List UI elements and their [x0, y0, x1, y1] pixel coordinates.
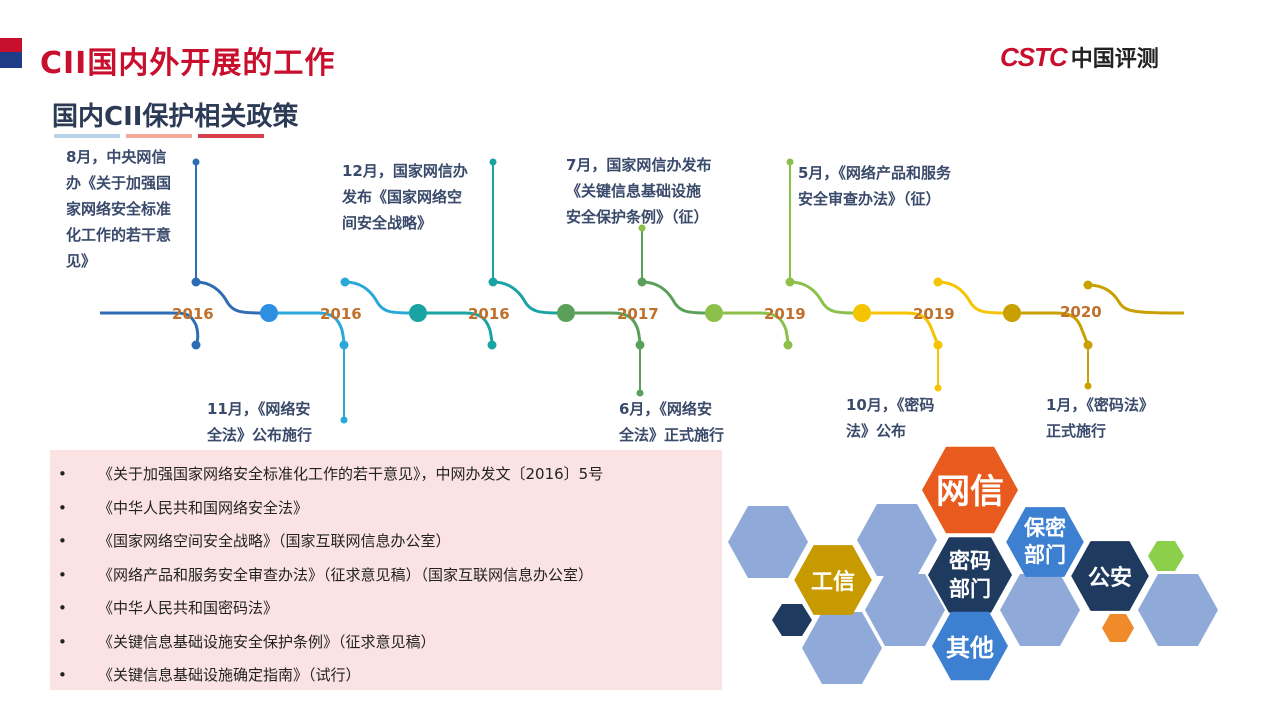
timeline-node: [933, 340, 943, 350]
corner-accent: [0, 38, 22, 68]
timeline-node: [191, 277, 201, 287]
timeline-node: [489, 158, 497, 166]
cstc-logo: CSTC 中国评测: [1000, 41, 1159, 73]
timeline-segment-4: [575, 228, 707, 393]
timeline-node: [487, 340, 497, 350]
hex-decor: [857, 504, 937, 576]
timeline-node: [340, 277, 350, 287]
hex-label-mima-l2: 部门: [949, 577, 991, 601]
timeline-node: [934, 384, 942, 392]
event-above-3: 7月，国家网信办发布 《关键信息基础设施 安全保护条例》（征）: [566, 156, 712, 226]
timeline-dot: [1003, 304, 1021, 322]
timeline-node: [1083, 340, 1093, 350]
event-above-1: 8月，中央网信 办《关于加强国 家网络安全标准 化工作的若干意 见》: [66, 148, 172, 270]
hex-decor: [1138, 574, 1218, 646]
year-label: 2017: [617, 305, 659, 323]
year-label: 2016: [320, 305, 362, 323]
hex-label-baomi-l2: 部门: [1024, 543, 1066, 567]
timeline-node: [488, 277, 498, 287]
timeline-node: [339, 340, 349, 350]
timeline-node: [933, 277, 943, 287]
title-underline-1: [54, 134, 120, 138]
hex-label-baomi-l1: 保密: [1023, 516, 1066, 540]
timeline-node: [1083, 280, 1093, 290]
timeline-node: [638, 224, 646, 232]
year-label: 2016: [468, 305, 510, 323]
year-label: 2019: [913, 305, 955, 323]
timeline-node: [637, 277, 647, 287]
hex-decor: [1000, 574, 1080, 646]
event-below-1: 11月，《网络安 全法》公布施行: [207, 400, 313, 444]
timeline-dot: [409, 304, 427, 322]
year-label: 2020: [1060, 303, 1102, 321]
timeline-node: [636, 389, 644, 397]
event-below-3: 10月，《密码 法》公布: [846, 396, 935, 440]
hex-decor: [728, 506, 808, 578]
logo-text: 中国评测: [1070, 47, 1159, 72]
timeline-node: [340, 416, 348, 424]
page-title: CII国内外开展的工作: [40, 46, 336, 81]
event-above-4: 5月，《网络产品和服务 安全审查办法》（征）: [798, 164, 951, 208]
timeline-dot: [853, 304, 871, 322]
timeline-node: [191, 340, 201, 350]
title-underline-3: [198, 134, 264, 138]
hex-decor-small: [1148, 541, 1184, 571]
hex-decor-small: [772, 604, 812, 636]
event-below-4: 1月，《密码法》 正式施行: [1046, 396, 1154, 440]
hex-label-wangxin: 网信: [936, 472, 1004, 512]
hex-decor: [802, 612, 882, 684]
logo-brand: CSTC: [1000, 41, 1068, 72]
timeline-dot: [557, 304, 575, 322]
timeline-node: [786, 158, 794, 166]
event-above-2: 12月，国家网信办 发布《国家网络空 间安全战略》: [342, 162, 468, 232]
timeline-dot: [260, 304, 278, 322]
timeline-node: [635, 340, 645, 350]
hex-decor-small: [1102, 614, 1134, 642]
hex-label-gongxin: 工信: [811, 569, 855, 595]
timeline-node: [785, 277, 795, 287]
hex-decor: [865, 574, 945, 646]
timeline-dot: [705, 304, 723, 322]
timeline-node: [192, 158, 200, 166]
event-below-2: 6月，《网络安 全法》正式施行: [619, 400, 725, 444]
timeline-node: [1084, 382, 1092, 390]
timeline-segment-2: [278, 280, 411, 420]
hex-label-qita: 其他: [946, 634, 994, 662]
year-label: 2019: [764, 305, 806, 323]
hex-label-gongan: 公安: [1088, 565, 1132, 591]
title-underline-2: [126, 134, 192, 138]
section-title: 国内CII保护相关政策: [52, 102, 299, 132]
year-label: 2016: [172, 305, 214, 323]
hex-label-mima-l1: 密码: [949, 549, 991, 573]
timeline: 2016 2016 2016 2017 2019 2019 2020: [100, 158, 1185, 424]
policy-list: •《关于加强国家网络安全标准化工作的若干意见》，中网办发文〔2016〕5号 •《…: [50, 450, 722, 690]
timeline-node: [783, 340, 793, 350]
